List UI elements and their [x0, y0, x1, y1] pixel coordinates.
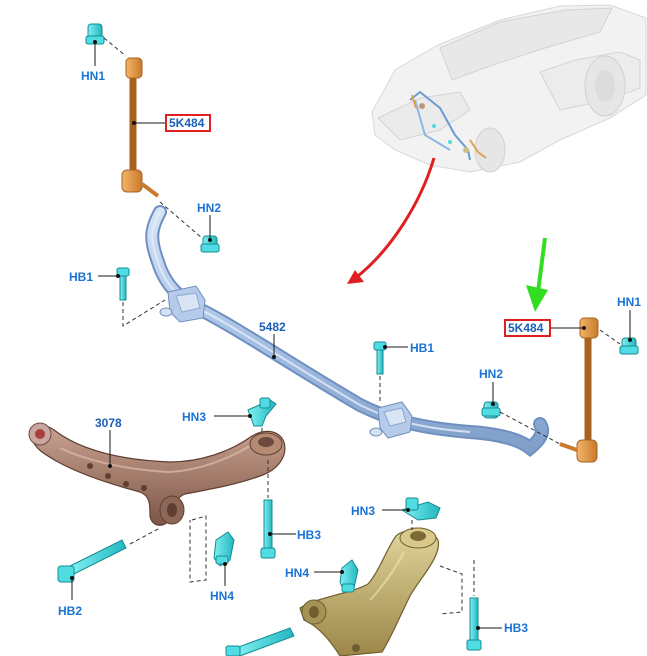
- label-hn3-left: HN3: [182, 410, 206, 424]
- lower-control-arm-left: [28, 422, 286, 526]
- bracket-hn4-left: [213, 531, 235, 567]
- bolt-hb3-left: [260, 499, 276, 559]
- red-locator-arrow: [347, 157, 436, 284]
- label-hb1-right: HB1: [410, 341, 434, 355]
- stabilizer-link-left: [121, 57, 160, 198]
- label-hb3-right: HB3: [504, 621, 528, 635]
- stabilizer-link-right: [559, 317, 599, 463]
- label-hn4-right: HN4: [285, 566, 309, 580]
- label-hb2: HB2: [58, 604, 82, 618]
- stabilizer-bushing-left: [159, 285, 206, 323]
- label-stabilizer-bar: 5482: [259, 320, 286, 334]
- leader-lines: [70, 40, 632, 630]
- label-hn3-right: HN3: [351, 504, 375, 518]
- highlight-box-right: [504, 319, 551, 337]
- label-hn4-left: HN4: [210, 589, 234, 603]
- label-control-arm: 3078: [95, 416, 122, 430]
- label-link-left: 5K484: [169, 116, 205, 130]
- bracket-hn3-left: [247, 397, 277, 427]
- nut-hn2-right: [481, 401, 501, 419]
- bracket-hn4-right: [339, 559, 359, 593]
- nut-hn1-right: [619, 337, 639, 355]
- label-hn1-left: HN1: [81, 69, 105, 83]
- bolt-hb1-left: [116, 267, 130, 301]
- stabilizer-bushing-right: [369, 401, 413, 439]
- bolt-hb3-right: [466, 597, 482, 651]
- label-hn2-left: HN2: [197, 201, 221, 215]
- bolt-hb1-right: [373, 341, 387, 375]
- label-link-right: 5K484: [508, 321, 544, 335]
- green-indicator-arrow: [526, 237, 548, 312]
- bracket-hn3-right: [400, 497, 441, 521]
- label-hn2-right: HN2: [479, 367, 503, 381]
- vehicle-locator-illustration: [371, 4, 647, 173]
- label-hn1-right: HN1: [617, 295, 641, 309]
- lower-control-arm-right: [299, 527, 440, 656]
- highlight-box-left: [165, 114, 211, 132]
- bolt-partial-lower: [225, 627, 295, 656]
- label-hb1-left: HB1: [69, 270, 93, 284]
- nut-hn2-left: [200, 235, 220, 253]
- label-hb3-left: HB3: [297, 528, 321, 542]
- bolt-hb2: [57, 539, 127, 583]
